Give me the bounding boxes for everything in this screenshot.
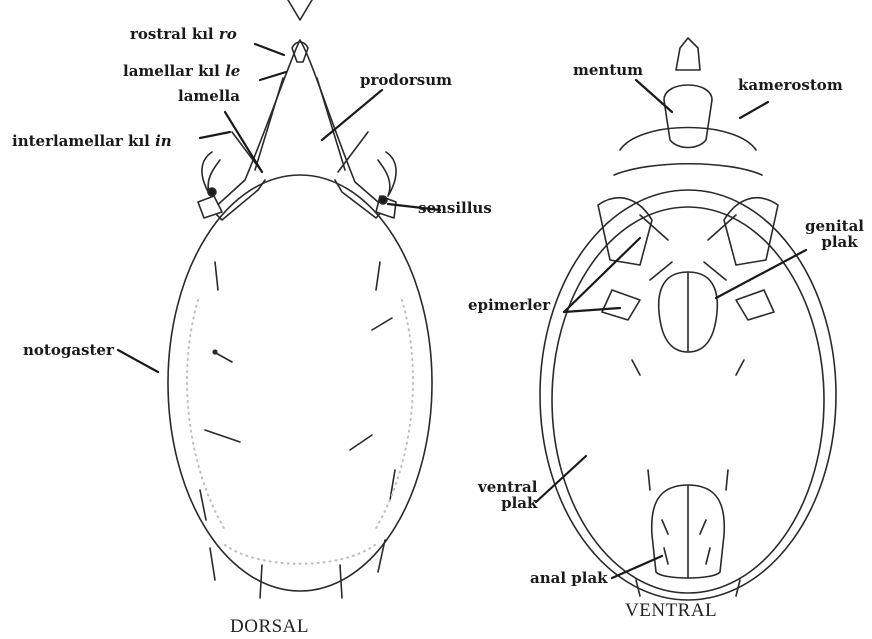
interlamellar-setae [232, 132, 368, 172]
leader-lines [118, 44, 806, 578]
label-mentum: mentum [573, 62, 643, 78]
setal-bases [213, 350, 217, 354]
view-label-ventral: VENTRAL [625, 600, 717, 622]
rostral-seta [288, 0, 312, 20]
pedotectum-left [198, 196, 222, 218]
label-rostral-seta: rostral kıl ro [130, 26, 237, 42]
notogaster-dots [187, 300, 413, 564]
notogaster-shape [168, 175, 432, 591]
label-prodorsum: prodorsum [360, 72, 452, 88]
label-genital-plak: genital plak [805, 218, 864, 250]
lamella-left [255, 78, 283, 170]
label-notogaster: notogaster [23, 342, 114, 358]
sensillus-right [378, 152, 396, 196]
label-anal-plak: anal plak [530, 570, 608, 586]
label-sensillus: sensillus [418, 200, 492, 216]
label-epimerler: epimerler [468, 297, 550, 313]
label-interlamellar-seta: interlamellar kıl in [12, 133, 172, 149]
label-ventral-plak: ventral plak [478, 479, 537, 511]
mentum-shape [664, 85, 712, 148]
gnathosoma [676, 38, 700, 70]
ventral-mite [540, 38, 836, 600]
camerostome [614, 128, 762, 176]
label-kamerostom: kamerostom [738, 77, 843, 93]
view-label-dorsal: DORSAL [230, 616, 309, 638]
label-lamella: lamella [178, 88, 240, 104]
label-lamellar-seta: lamellar kıl le [123, 63, 240, 79]
